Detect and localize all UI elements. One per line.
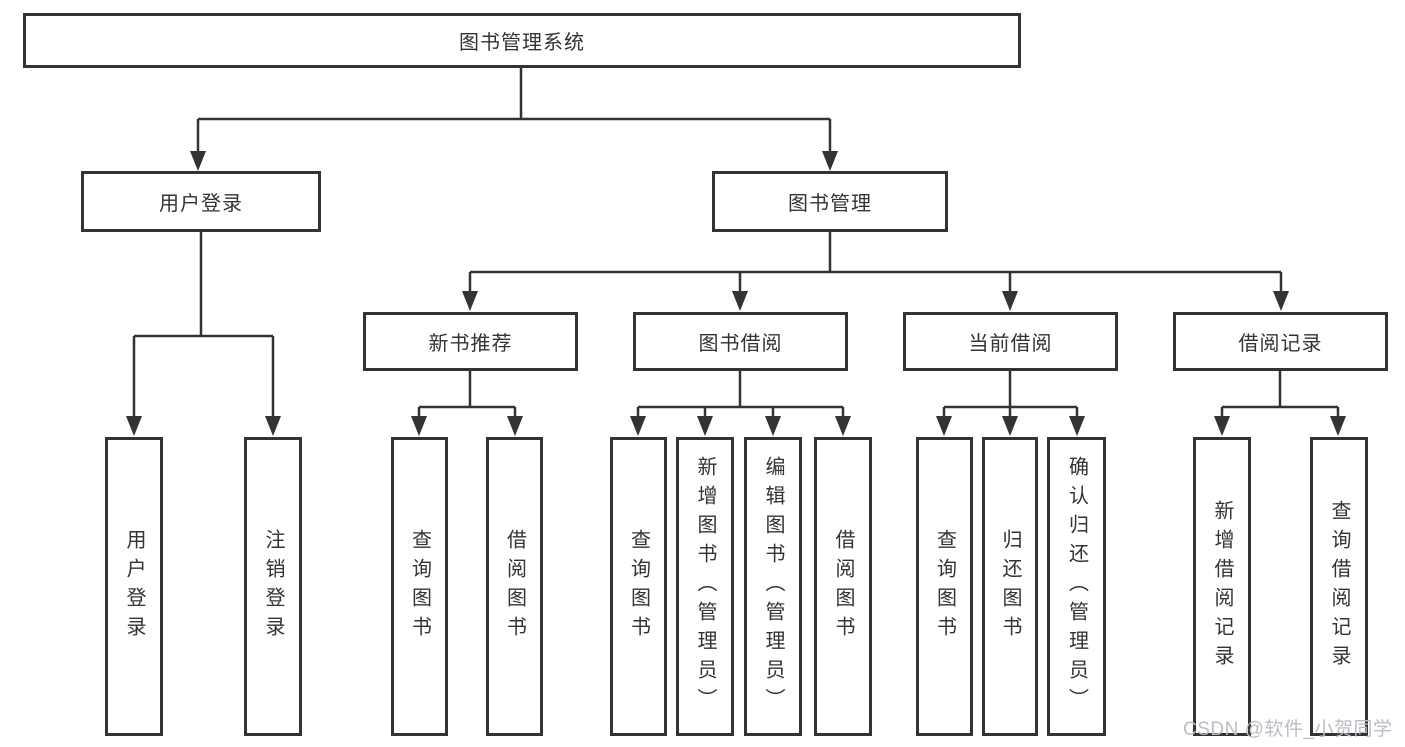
leaf-borrow-query-books: 查询图书 [610, 437, 667, 736]
leaf-newbook-borrow-books: 借阅图书 [486, 437, 543, 736]
leaf-user-login-label: 用户登录 [123, 528, 145, 645]
leaf-current-return-books-label: 归还图书 [999, 528, 1021, 645]
leaf-borrow-edit-books-admin: 编辑图书（管理员） [744, 437, 802, 736]
leaf-user-login: 用户登录 [105, 437, 163, 736]
connector-current-borrow [936, 370, 1085, 436]
leaf-records-query-record: 查询借阅记录 [1310, 437, 1368, 736]
leaf-newbook-query-books: 查询图书 [391, 437, 448, 736]
leaf-borrow-add-books-admin-label: 新增图书（管理员） [694, 456, 716, 717]
leaf-logout-label: 注销登录 [262, 528, 284, 645]
leaf-borrow-edit-books-admin-label: 编辑图书（管理员） [762, 456, 784, 717]
leaf-current-confirm-return-admin-label: 确认归还（管理员） [1065, 456, 1088, 717]
connector-book-management [462, 231, 1289, 311]
node-book-borrow: 图书借阅 [633, 312, 848, 371]
node-root: 图书管理系统 [23, 13, 1021, 68]
connector-borrow-records [1214, 370, 1346, 436]
connector-user-login [126, 231, 281, 436]
leaf-records-add-record-label: 新增借阅记录 [1211, 499, 1233, 674]
connector-root [190, 67, 838, 171]
leaf-newbook-query-books-label: 查询图书 [408, 528, 431, 645]
leaf-current-query-books: 查询图书 [916, 437, 973, 736]
node-current-borrow: 当前借阅 [903, 312, 1118, 371]
csdn-watermark: CSDN @软件_小贺同学 [1183, 719, 1393, 740]
leaf-borrow-borrow-books: 借阅图书 [814, 437, 872, 736]
node-book-management: 图书管理 [712, 171, 948, 232]
leaf-records-add-record: 新增借阅记录 [1193, 437, 1251, 736]
leaf-logout: 注销登录 [244, 437, 302, 736]
node-borrow-records: 借阅记录 [1173, 312, 1388, 371]
node-user-login: 用户登录 [81, 171, 321, 232]
leaf-borrow-query-books-label: 查询图书 [627, 528, 650, 645]
node-new-book-recommend: 新书推荐 [363, 312, 578, 371]
leaf-newbook-borrow-books-label: 借阅图书 [503, 528, 526, 645]
leaf-borrow-add-books-admin: 新增图书（管理员） [676, 437, 734, 736]
leaf-current-return-books: 归还图书 [982, 437, 1038, 736]
connector-new-book [411, 370, 523, 436]
leaf-borrow-borrow-books-label: 借阅图书 [832, 528, 854, 645]
connector-book-borrow [630, 370, 851, 436]
leaf-current-query-books-label: 查询图书 [933, 528, 956, 645]
leaf-current-confirm-return-admin: 确认归还（管理员） [1047, 437, 1106, 736]
leaf-records-query-record-label: 查询借阅记录 [1328, 499, 1350, 674]
